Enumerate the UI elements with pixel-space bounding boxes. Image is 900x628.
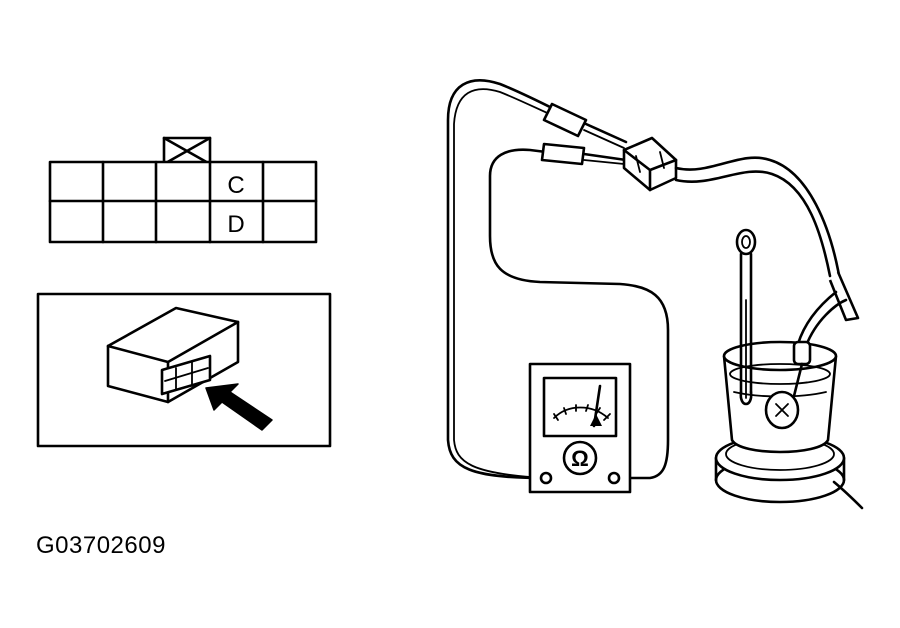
arrow-icon <box>205 383 273 431</box>
probe-top <box>542 102 628 149</box>
probe-bottom <box>540 142 628 166</box>
test-leads <box>446 79 860 480</box>
ohmmeter-icon: Ω <box>528 362 632 494</box>
locator-panel <box>36 292 332 448</box>
pin-d-label: D <box>227 211 244 238</box>
connector-front-icon: C D <box>48 136 318 244</box>
thermometer-icon <box>735 228 757 406</box>
harness-connector <box>622 136 678 192</box>
figure-reference: G03702609 <box>36 532 166 559</box>
terminal-right <box>607 471 621 485</box>
terminal-left <box>539 471 553 485</box>
sensor-in-water-icon <box>714 290 864 510</box>
ecu-box-icon <box>106 306 240 404</box>
pin-c-label: C <box>227 172 244 199</box>
ohm-symbol: Ω <box>571 446 589 471</box>
